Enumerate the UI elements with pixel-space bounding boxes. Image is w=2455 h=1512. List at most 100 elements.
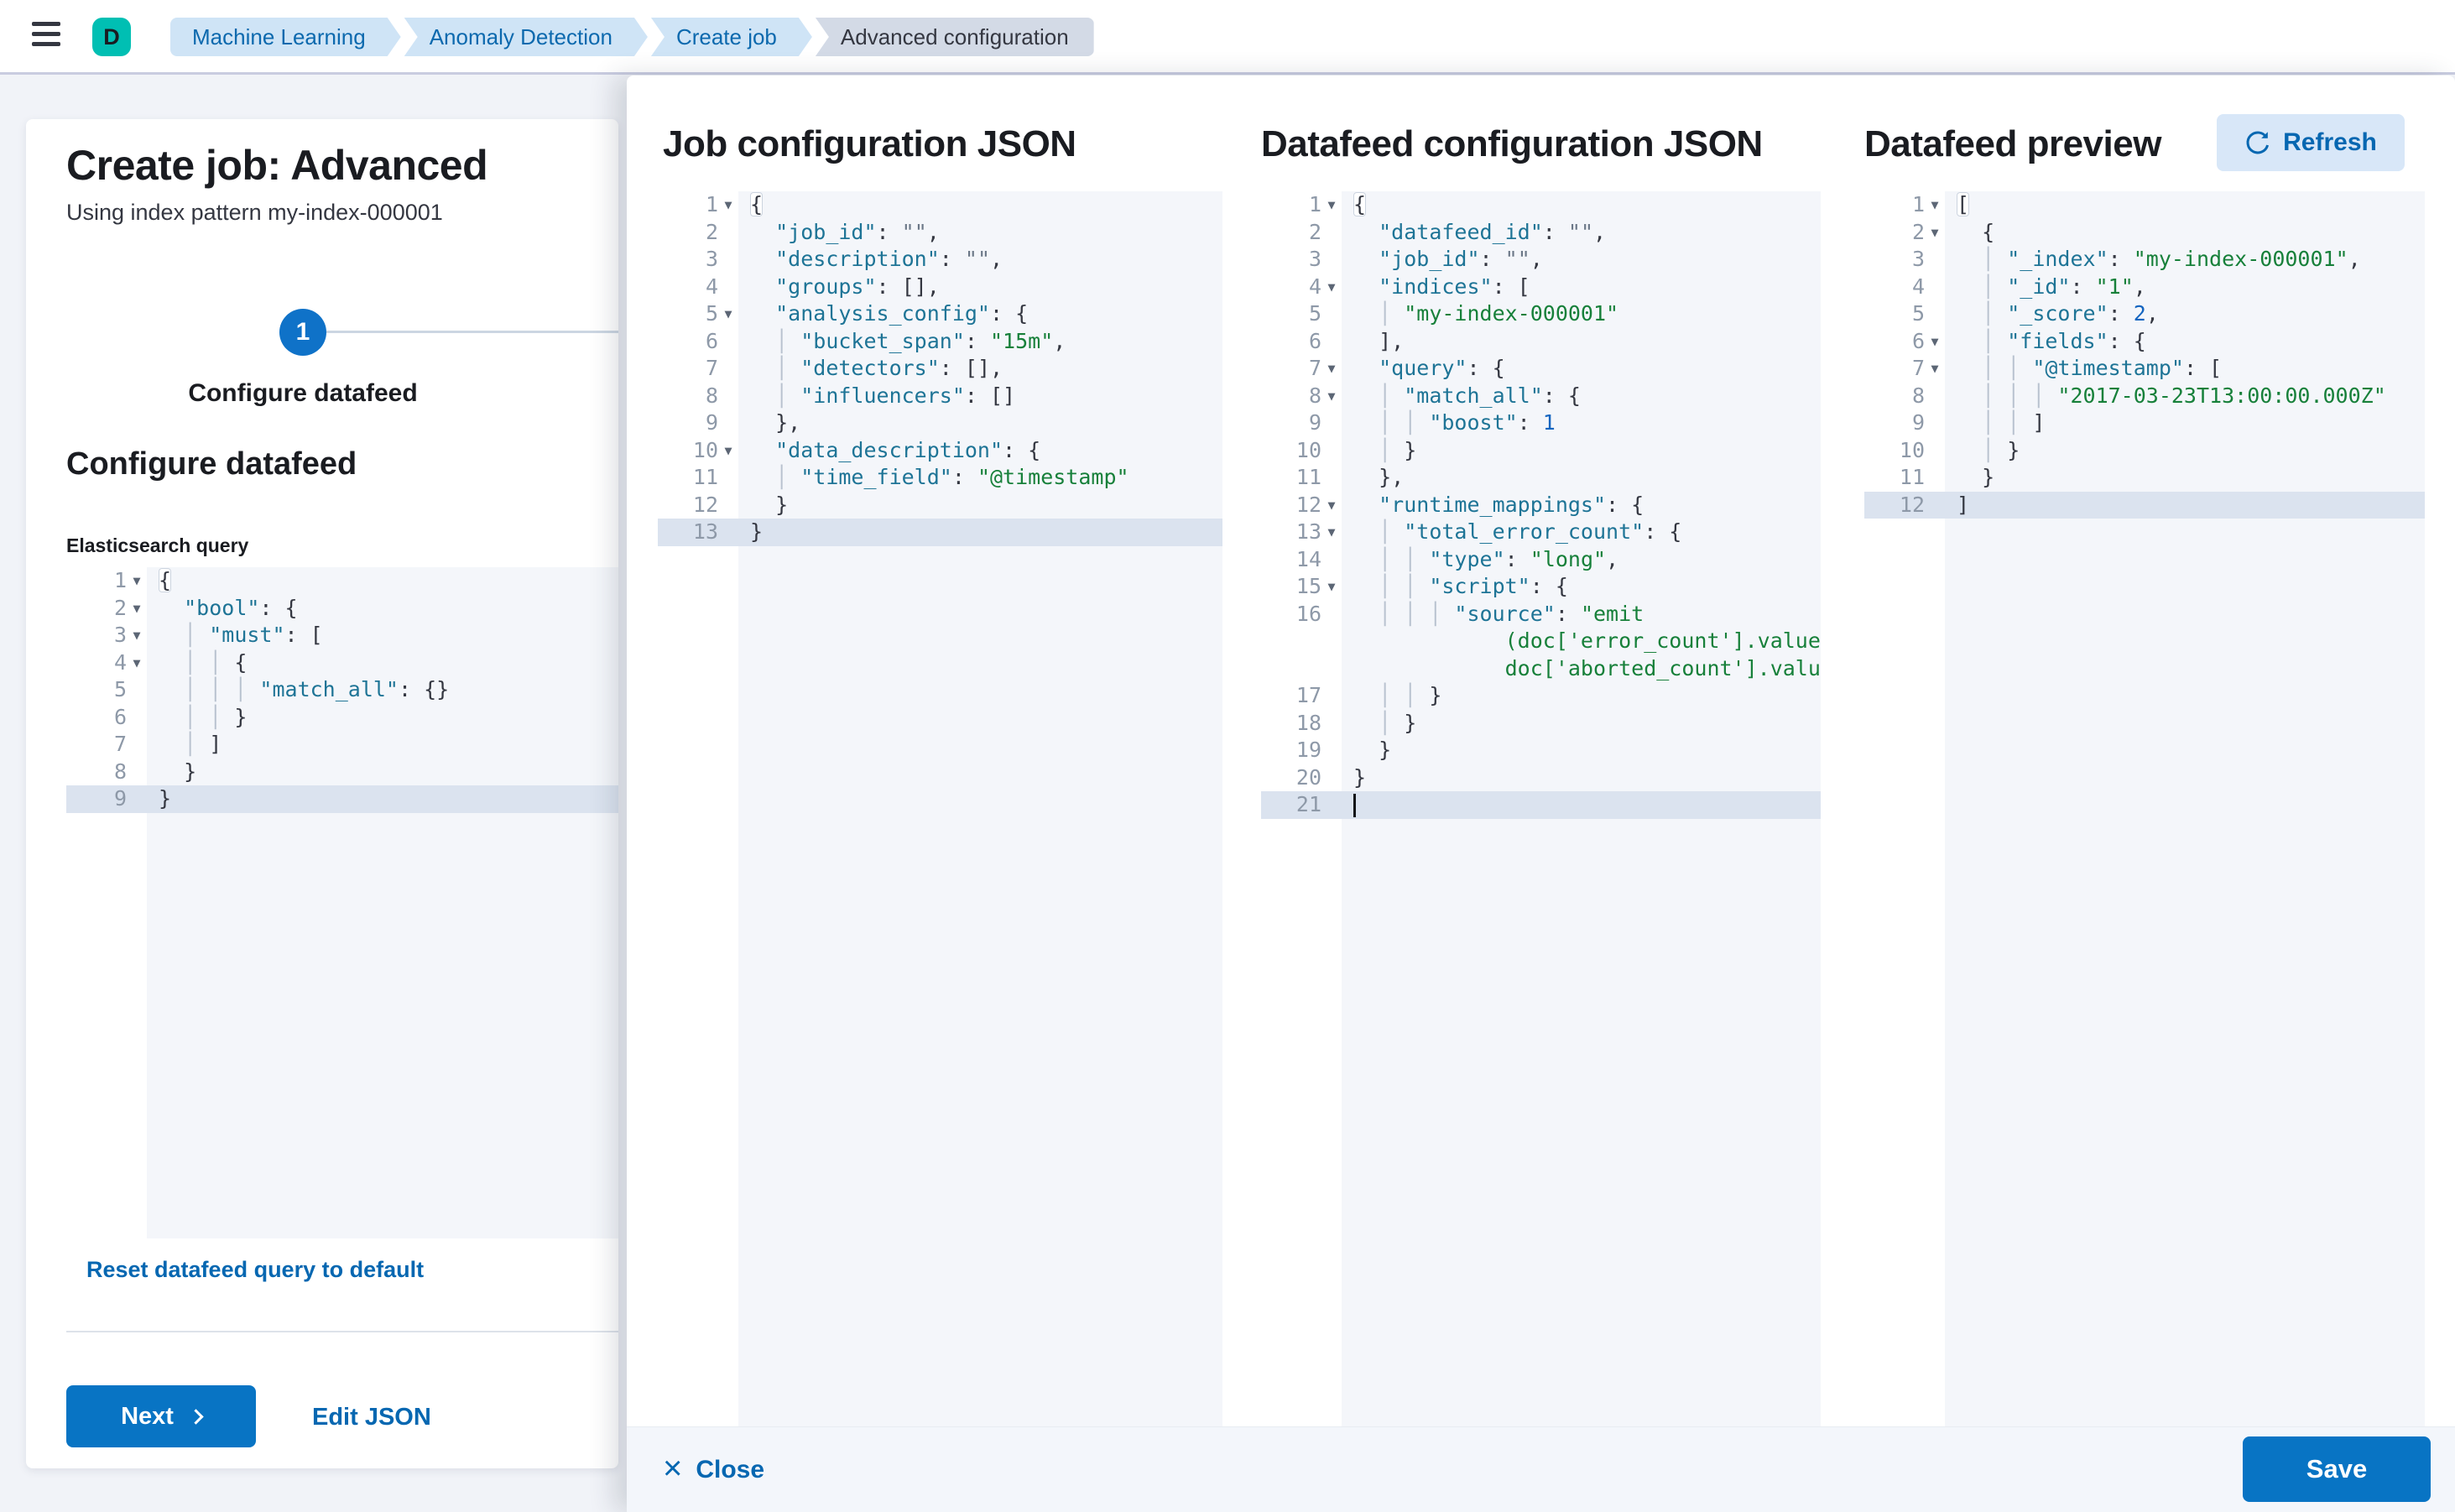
- fold-arrow-icon[interactable]: ▼: [1327, 497, 1336, 513]
- fold-arrow-icon[interactable]: ▼: [133, 600, 141, 616]
- code-line: 4 "groups": [],: [658, 274, 1222, 301]
- fold-arrow-icon[interactable]: ▼: [1327, 524, 1336, 540]
- code-line: 2▼ {: [1864, 219, 2425, 247]
- code-line: 21: [1261, 791, 1821, 819]
- datafeed-configuration-json-title: Datafeed configuration JSON: [1261, 123, 1763, 164]
- refresh-button[interactable]: Refresh: [2217, 114, 2405, 171]
- fold-arrow-icon[interactable]: ▼: [1327, 579, 1336, 594]
- line-number: 2: [113, 595, 127, 620]
- code-line: 8▼ │ "match_all": {: [1261, 383, 1821, 410]
- refresh-icon: [2246, 131, 2270, 154]
- code-line: 5▼ "analysis_config": {: [658, 300, 1222, 328]
- code-line: 1▼{: [66, 567, 618, 595]
- breadcrumb-machine-learning[interactable]: Machine Learning: [170, 18, 401, 56]
- code-line: 18 │ }: [1261, 710, 1821, 738]
- code-line: 6 ],: [1261, 328, 1821, 356]
- line-number: 4: [1911, 274, 1925, 299]
- fold-arrow-icon[interactable]: ▼: [724, 306, 732, 321]
- line-number: 10: [1899, 437, 1925, 462]
- line-number: 9: [1308, 410, 1321, 435]
- breadcrumb-anomaly-detection[interactable]: Anomaly Detection: [404, 18, 648, 56]
- code-line: 7 │ ]: [66, 731, 618, 759]
- code-line: 9}: [66, 785, 618, 813]
- save-button[interactable]: Save: [2243, 1436, 2431, 1502]
- code-line: 13}: [658, 519, 1222, 546]
- reset-datafeed-query-link[interactable]: Reset datafeed query to default: [86, 1257, 425, 1282]
- line-number: 5: [113, 677, 127, 701]
- line-number: 15: [1295, 574, 1321, 598]
- step-1-label: Configure datafeed: [188, 379, 418, 407]
- code-line: 3 │ "_index": "my-index-000001",: [1864, 246, 2425, 274]
- line-number: 11: [1899, 465, 1925, 489]
- chevron-right-icon: [188, 1409, 204, 1425]
- line-number: 5: [705, 301, 718, 326]
- elasticsearch-query-label: Elasticsearch query: [66, 534, 249, 556]
- section-heading: Configure datafeed: [66, 446, 357, 482]
- line-number: 5: [1308, 301, 1321, 326]
- line-number: 8: [113, 759, 127, 784]
- close-icon: ×: [663, 1450, 683, 1487]
- fold-arrow-icon[interactable]: ▼: [1327, 361, 1336, 376]
- code-line: 15▼ │ │ "script": {: [1261, 573, 1821, 601]
- line-number: 6: [113, 704, 127, 729]
- code-line: 12 }: [658, 492, 1222, 519]
- line-number: 4: [1308, 274, 1321, 299]
- code-line: 6▼ │ "fields": {: [1864, 328, 2425, 356]
- job-configuration-editor[interactable]: 1▼{2 "job_id": "",3 "description": "",4 …: [658, 191, 1222, 1426]
- fold-arrow-icon[interactable]: ▼: [1327, 279, 1336, 295]
- code-line: 2 "job_id": "",: [658, 219, 1222, 247]
- line-number: 8: [1308, 383, 1321, 408]
- line-number: 1: [113, 568, 127, 592]
- code-line: 1▼{: [1261, 191, 1821, 219]
- line-number: 12: [1899, 492, 1925, 517]
- menu-icon[interactable]: [32, 22, 60, 50]
- line-number: 6: [705, 328, 718, 353]
- step-1-indicator[interactable]: 1: [279, 309, 326, 356]
- fold-arrow-icon[interactable]: ▼: [133, 654, 141, 670]
- code-line: 1▼[: [1864, 191, 2425, 219]
- datafeed-configuration-editor[interactable]: 1▼{2 "datafeed_id": "",3 "job_id": "",4▼…: [1261, 191, 1821, 1426]
- edit-json-link[interactable]: Edit JSON: [312, 1404, 431, 1431]
- code-line: 9 │ │ "boost": 1: [1261, 409, 1821, 437]
- code-line: 17 │ │ }: [1261, 682, 1821, 710]
- line-number: 9: [1911, 410, 1925, 435]
- line-number: 1: [705, 192, 718, 216]
- fold-arrow-icon[interactable]: ▼: [724, 442, 732, 458]
- code-line: doc['aborted_count'].value)": [1504, 655, 1821, 680]
- code-line: 11 │ "time_field": "@timestamp": [658, 464, 1222, 492]
- breadcrumb-create-job[interactable]: Create job: [651, 18, 812, 56]
- line-number: 17: [1295, 683, 1321, 707]
- fold-arrow-icon[interactable]: ▼: [1931, 333, 1939, 349]
- line-number: 4: [705, 274, 718, 299]
- code-line: 6 │ "bucket_span": "15m",: [658, 328, 1222, 356]
- code-line: 11 },: [1261, 464, 1821, 492]
- datafeed-preview-editor[interactable]: 1▼[2▼ {3 │ "_index": "my-index-000001",4…: [1864, 191, 2425, 1426]
- line-number: 9: [705, 410, 718, 435]
- line-number: 18: [1295, 710, 1321, 735]
- fold-arrow-icon[interactable]: ▼: [1327, 388, 1336, 404]
- space-avatar[interactable]: D: [92, 18, 131, 56]
- line-number: 20: [1295, 764, 1321, 790]
- close-button[interactable]: × Close: [663, 1427, 764, 1512]
- fold-arrow-icon[interactable]: ▼: [1931, 361, 1939, 376]
- flyout-footer: × Close: [627, 1426, 2455, 1512]
- code-line: 9 },: [658, 409, 1222, 437]
- fold-arrow-icon[interactable]: ▼: [1931, 224, 1939, 240]
- code-line: 11 }: [1864, 464, 2425, 492]
- fold-arrow-icon[interactable]: ▼: [133, 628, 141, 643]
- fold-arrow-icon[interactable]: ▼: [133, 573, 141, 588]
- code-line: 20}: [1261, 764, 1821, 792]
- line-number: 11: [1295, 465, 1321, 489]
- create-job-wizard-panel: Create job: Advanced Using index pattern…: [26, 119, 618, 1468]
- elasticsearch-query-editor[interactable]: 1▼{2▼ "bool": {3▼ │ "must": [4▼ │ │ {5 │…: [66, 567, 618, 1238]
- fold-arrow-icon[interactable]: ▼: [724, 197, 732, 212]
- fold-arrow-icon[interactable]: ▼: [1931, 197, 1939, 212]
- fold-arrow-icon[interactable]: ▼: [1327, 197, 1336, 212]
- line-number: 8: [1911, 383, 1925, 408]
- code-line: 2▼ "bool": {: [66, 595, 618, 623]
- line-number: 9: [113, 786, 127, 811]
- code-line: 14 │ │ "type": "long",: [1261, 546, 1821, 574]
- line-number: 13: [692, 519, 718, 544]
- next-button[interactable]: Next: [66, 1385, 256, 1447]
- code-line: (doc['error_count'].value +: [1504, 628, 1821, 653]
